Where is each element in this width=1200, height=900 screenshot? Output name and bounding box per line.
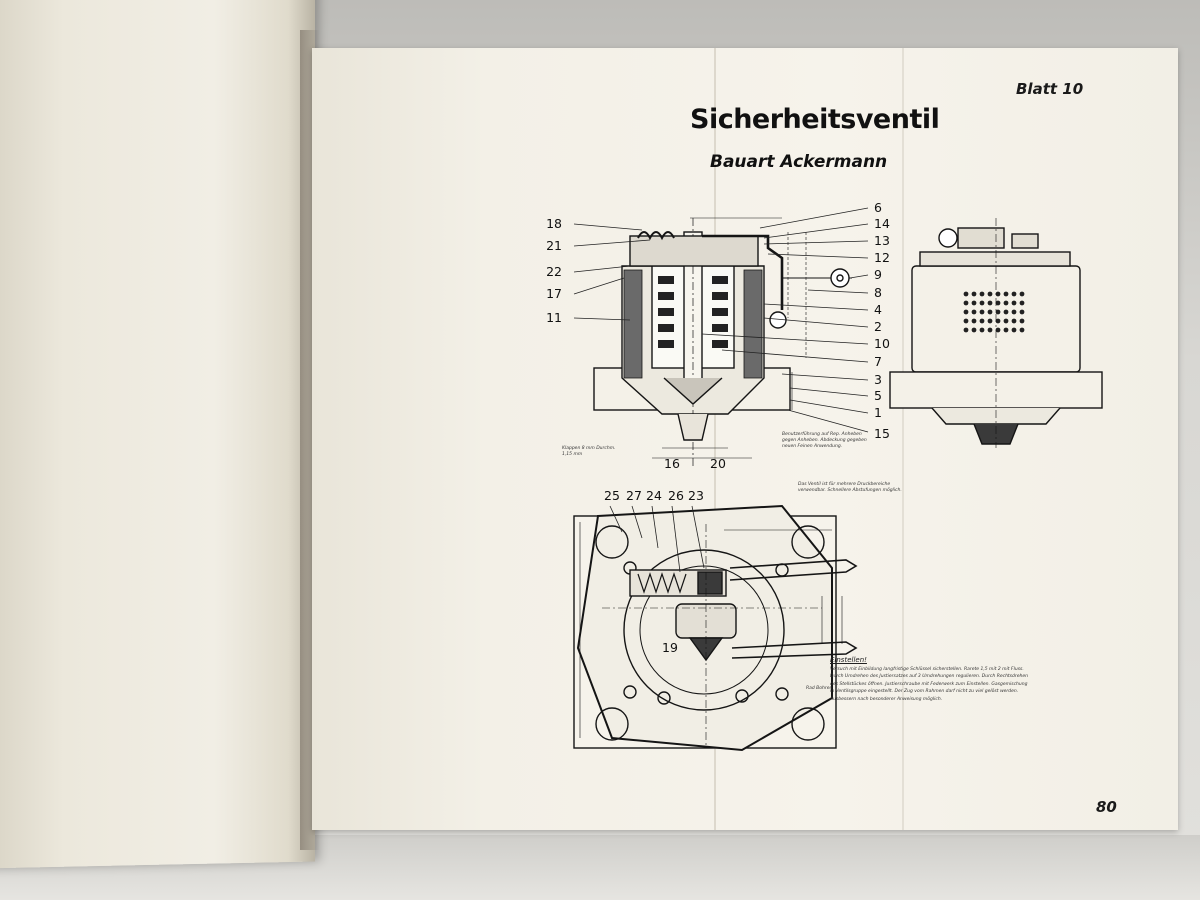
fold-line [902,48,904,830]
valve-side-view [889,218,1103,448]
callout-label: 8 [874,285,882,300]
callout-label: 9 [874,267,882,282]
callout-label: 23 [688,488,704,503]
callout-label: 22 [546,264,562,279]
valve-plan-view [573,504,858,752]
callout-label: 21 [546,238,562,253]
page-title: Sicherheitsventil [690,104,940,135]
callout-label: 6 [874,200,882,215]
instructions-text: Versuch mit Einbildung langfristige Schl… [830,667,1028,702]
callout-label: 4 [874,302,882,317]
callout-label: 27 [626,488,642,503]
callout-label: 7 [874,354,882,369]
callout-label: 26 [668,488,684,503]
callouts-plan: 25 27 24 26 23 19 [604,488,704,655]
callout-label: 5 [874,388,882,403]
vent-hole-grid [963,291,1025,333]
callout-label: 20 [710,456,726,471]
leader-lines-right [701,207,869,433]
callout-label: 16 [664,456,680,471]
page-number: 80 [1096,798,1117,816]
callout-label: 1 [874,405,882,420]
callout-label: 25 [604,488,620,503]
leader-lines-plan [609,505,705,573]
annotation-right: Benutzerführung auf Rep. Anheben gegen A… [782,432,867,449]
callout-label: 11 [546,310,562,325]
callout-label: 14 [874,216,890,231]
fold-line [714,48,716,830]
callout-label: 24 [646,488,662,503]
callout-label: 12 [874,250,890,265]
callouts-left: 18 21 22 17 11 [546,216,562,325]
callout-label: 17 [546,286,562,301]
sheet-label: Blatt 10 [1016,80,1084,98]
technical-drawing: 18 21 22 17 11 [546,200,1103,752]
callout-label: 15 [874,426,890,441]
valve-section-view [593,217,852,468]
annotation-plan: Rad Bohren [806,686,833,691]
annotation-center: Das Ventil ist für mehrere Druckbereiche… [798,482,902,493]
callout-label: 3 [874,372,882,387]
callouts-right: 6 14 13 12 9 8 4 2 10 7 3 5 1 15 [874,200,890,441]
instructions-heading: Einstellen! [830,656,867,664]
callout-label: 18 [546,216,562,231]
callout-label: 2 [874,319,882,334]
left-page [0,0,315,869]
callout-label: 19 [662,640,678,655]
leader-lines-left [573,223,651,321]
right-page: Blatt 10 Sicherheitsventil Bauart Ackerm… [312,48,1178,830]
callout-label: 13 [874,233,890,248]
annotation-left: Klappen 8 mm Durchm. 1,15 mm [562,446,616,457]
page-subtitle: Bauart Ackermann [710,152,888,172]
callout-label: 10 [874,336,890,351]
callouts-bottom: 16 20 [664,456,726,471]
